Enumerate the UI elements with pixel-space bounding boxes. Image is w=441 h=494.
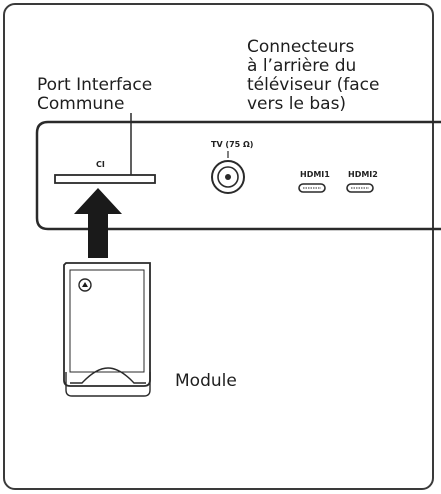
insert-arrow [74, 188, 122, 258]
ci-slot [54, 174, 156, 184]
tv-back-panel [35, 120, 441, 231]
connectors-label: Connecteurs à l’arrière du téléviseur (f… [247, 37, 380, 114]
hdmi2-label: HDMI2 [348, 170, 378, 179]
ci-port-label: Port Interface Commune [37, 75, 153, 114]
hdmi1-label: HDMI1 [300, 170, 330, 179]
diagram-frame [3, 3, 434, 490]
ci-module-card [63, 262, 151, 397]
tv-connector-label: TV (75 Ω) [211, 140, 254, 149]
module-label: Module [175, 371, 237, 391]
ci-slot-label: CI [96, 160, 105, 169]
